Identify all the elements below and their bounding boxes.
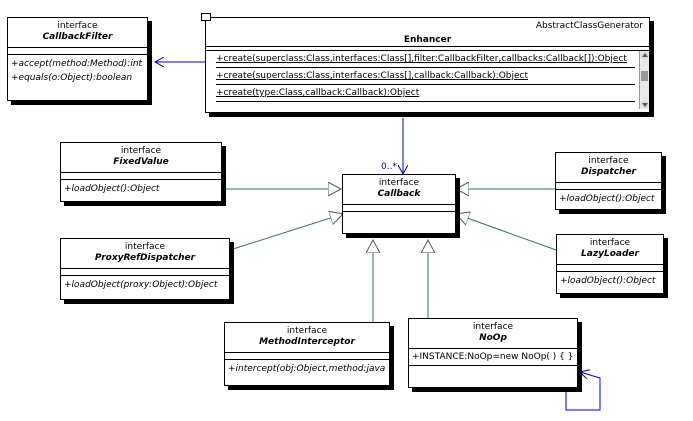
lazyloader-operations: +loadObject():Object [557, 272, 663, 290]
callbackfilter-op-accept: +accept(method:Method):int [11, 59, 143, 69]
noop-name: NoOp [479, 333, 507, 343]
callbackfilter-class[interactable]: interface CallbackFilter +accept(method:… [7, 17, 148, 101]
dispatcher-attributes [556, 183, 661, 190]
callbackfilter-header: interface CallbackFilter [8, 18, 147, 48]
enhancer-op-create-2: +create(superclass:Class,interfaces:Clas… [216, 68, 635, 85]
methodinterceptor-header: interface MethodInterceptor [225, 323, 389, 353]
methodinterceptor-stereotype: interface [286, 326, 328, 336]
callbackfilter-name: CallbackFilter [42, 32, 113, 42]
enhancer-scrollbar[interactable] [639, 51, 649, 109]
proxyrefdispatcher-header: interface ProxyRefDispatcher [61, 239, 229, 269]
methodinterceptor-attributes [225, 353, 389, 360]
enhancer-op-create-3: +create(type:Class,callback:Callback):Ob… [216, 85, 635, 102]
proxyrefdispatcher-operations: +loadObject(proxy:Object):Object [61, 276, 229, 294]
proxyrefdispatcher-generalization-edge [229, 214, 343, 251]
dispatcher-op-loadobject: +loadObject():Object [559, 194, 655, 204]
noop-class[interactable]: interface NoOp +INSTANCE:NoOp=new NoOp( … [408, 318, 578, 388]
callback-class[interactable]: interface Callback [342, 174, 456, 234]
proxyrefdispatcher-op-loadobject: +loadObject(proxy:Object):Object [64, 280, 218, 290]
enhancer-operations: +create(superclass:Class,interfaces:Clas… [206, 51, 649, 109]
lazyloader-header: interface LazyLoader [557, 235, 663, 265]
methodinterceptor-class[interactable]: interface MethodInterceptor +intercept(o… [224, 322, 390, 386]
enhancer-op-create-1: +create(superclass:Class,interfaces:Clas… [216, 51, 635, 68]
callback-multiplicity: 0..* [381, 162, 397, 172]
proxyrefdispatcher-class[interactable]: interface ProxyRefDispatcher +loadObject… [60, 238, 230, 300]
fixedvalue-name: FixedValue [113, 157, 169, 167]
scroll-thumb[interactable] [641, 71, 648, 81]
noop-stereotype: interface [472, 322, 514, 332]
noop-attr-instance: +INSTANCE:NoOp=new NoOp( ) { } [412, 352, 574, 362]
callbackfilter-op-equals: +equals(o:Object):boolean [11, 73, 133, 83]
methodinterceptor-operations: +intercept(obj:Object,method:java. [225, 360, 389, 378]
noop-header: interface NoOp [409, 319, 577, 349]
proxyrefdispatcher-name: ProxyRefDispatcher [94, 253, 196, 263]
dispatcher-operations: +loadObject():Object [556, 190, 661, 208]
lazyloader-name: LazyLoader [581, 249, 639, 259]
fixedvalue-class[interactable]: interface FixedValue +loadObject():Objec… [60, 142, 222, 202]
lazyloader-stereotype: interface [589, 238, 631, 248]
methodinterceptor-name: MethodInterceptor [259, 337, 355, 347]
callback-header: interface Callback [343, 175, 455, 205]
fixedvalue-op-loadobject: +loadObject():Object [64, 184, 160, 194]
fixedvalue-stereotype: interface [120, 146, 162, 156]
dispatcher-stereotype: interface [588, 156, 629, 166]
dispatcher-class[interactable]: interface Dispatcher +loadObject():Objec… [555, 152, 662, 210]
class-icon [201, 13, 211, 21]
scroll-down-icon[interactable] [641, 101, 648, 108]
lazyloader-class[interactable]: interface LazyLoader +loadObject():Objec… [556, 234, 664, 294]
methodinterceptor-op-intercept: +intercept(obj:Object,method:java. [228, 364, 386, 374]
fixedvalue-attributes [61, 173, 221, 180]
callbackfilter-attributes [8, 48, 147, 55]
scroll-up-icon[interactable] [641, 52, 648, 59]
callback-attributes [343, 205, 455, 212]
callback-name: Callback [377, 189, 421, 199]
noop-attributes: +INSTANCE:NoOp=new NoOp( ) { } [409, 349, 577, 365]
callbackfilter-operations: +accept(method:Method):int +equals(o:Obj… [8, 55, 147, 87]
enhancer-top: AbstractClassGenerator [201, 13, 649, 34]
enhancer-attributes [206, 46, 649, 51]
callbackfilter-stereotype: interface [57, 21, 98, 31]
dispatcher-name: Dispatcher [580, 167, 636, 177]
lazyloader-attributes [557, 265, 663, 272]
enhancer-superclass: AbstractClassGenerator [535, 21, 643, 31]
noop-self-association-edge [565, 372, 601, 411]
lazyloader-op-loadobject: +loadObject():Object [560, 276, 656, 286]
noop-operations [409, 365, 577, 378]
enhancer-class[interactable]: AbstractClassGenerator Enhancer +create(… [201, 13, 650, 113]
fixedvalue-operations: +loadObject():Object [61, 180, 221, 198]
proxyrefdispatcher-attributes [61, 269, 229, 276]
callback-stereotype: interface [378, 178, 420, 188]
fixedvalue-header: interface FixedValue [61, 143, 221, 173]
dispatcher-header: interface Dispatcher [556, 153, 661, 183]
lazyloader-generalization-edge [456, 214, 557, 251]
enhancer-name: Enhancer [403, 35, 452, 45]
proxyrefdispatcher-stereotype: interface [124, 242, 166, 252]
